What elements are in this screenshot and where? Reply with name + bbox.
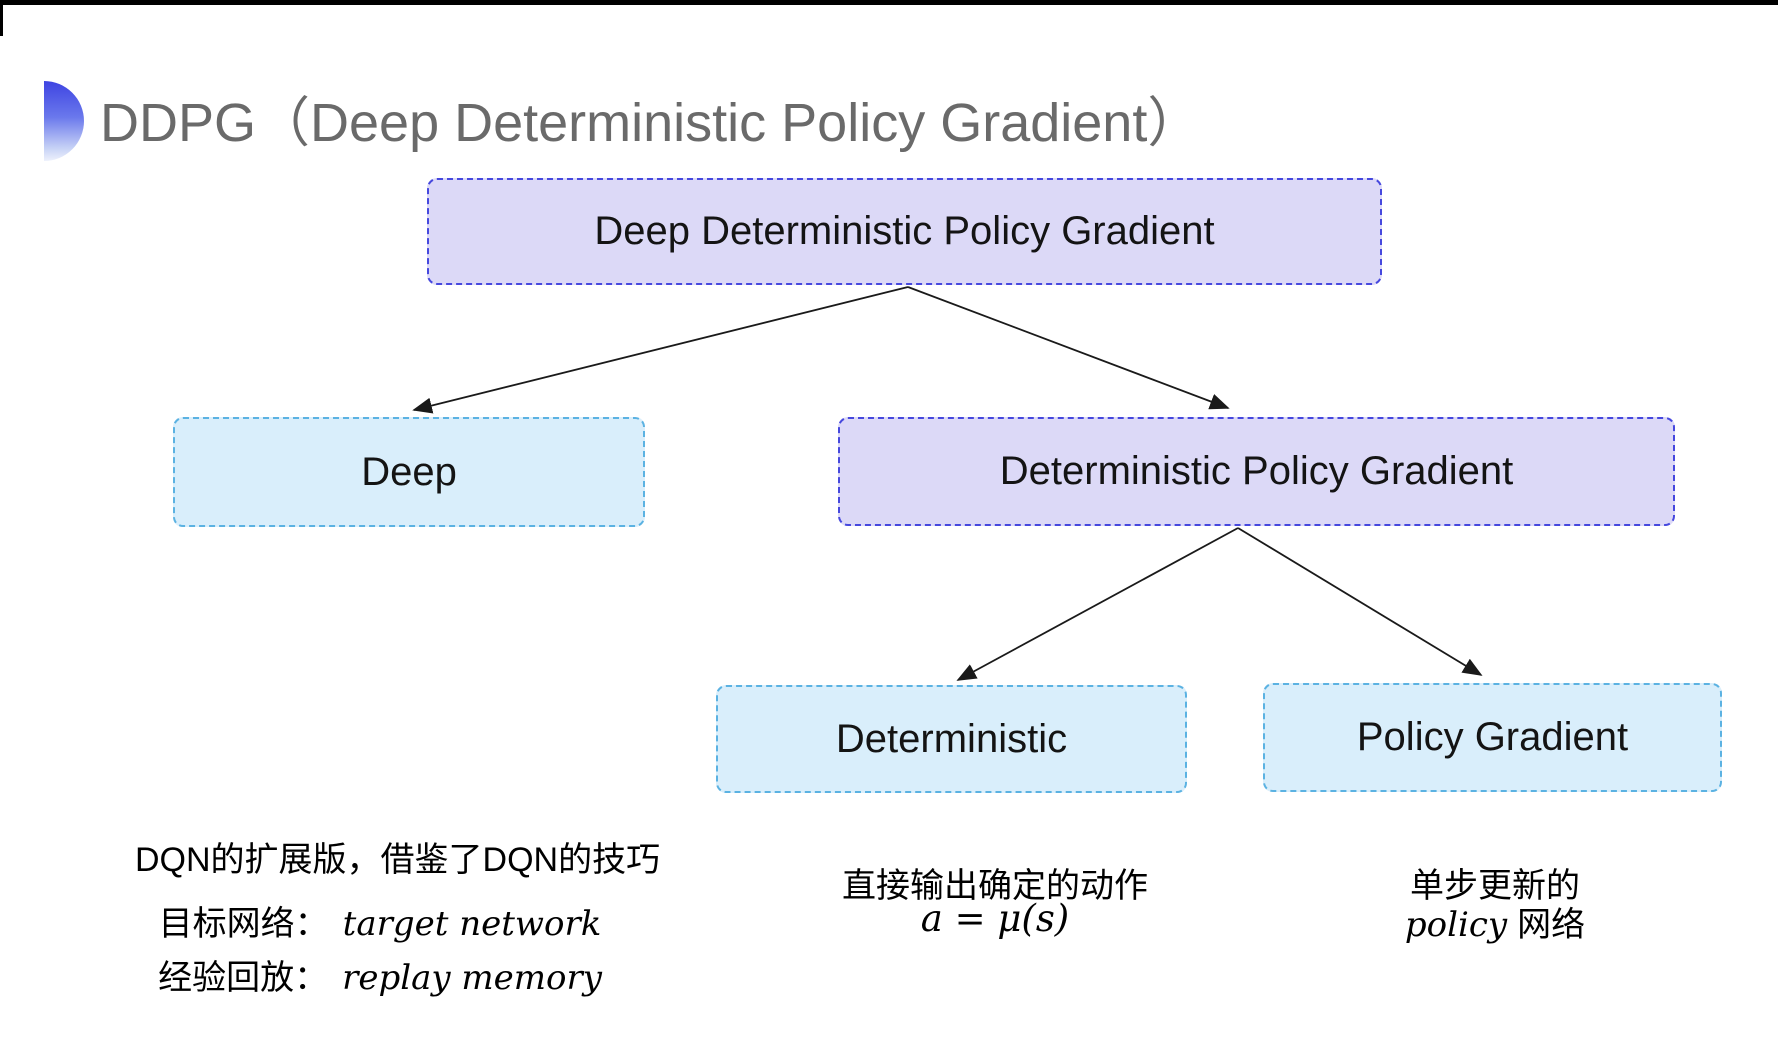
node-deep-deterministic-policy-gradient: Deep Deterministic Policy Gradient [427, 178, 1382, 285]
node-label: Deterministic [835, 716, 1068, 761]
window-top-edge [0, 0, 1778, 5]
page-title: DDPG（Deep Deterministic Policy Gradient） [100, 93, 1202, 153]
annotation-deep: DQN的扩展版，借鉴了DQN的技巧 目标网络： target network 经验… [135, 832, 661, 1012]
node-label: Policy Gradient [1356, 715, 1629, 759]
annotation-zh: 网络 [1517, 906, 1586, 944]
arrow-dpg-to-policy-gradient [1237, 527, 1483, 676]
node-label: Deep Deterministic Policy Gradient [594, 209, 1215, 253]
node-policy-gradient: Policy Gradient [1263, 683, 1722, 792]
annotation-line: 目标网络： target network [135, 896, 625, 945]
annotation-zh: 经验回放： [158, 959, 329, 997]
node-deterministic-policy-gradient: Deterministic Policy Gradient [838, 417, 1675, 526]
arrow-ddpg-to-deep [412, 286, 909, 414]
annotation-formula: a = μ(s) [920, 897, 1070, 940]
annotation-line: 单步更新的 [1410, 867, 1580, 905]
node-deterministic: Deterministic [716, 685, 1187, 793]
node-label: Deterministic Policy Gradient [999, 449, 1514, 493]
window-left-edge [0, 0, 3, 36]
arrow-dpg-to-deterministic [956, 527, 1239, 681]
annotation-line: DQN的扩展版，借鉴了DQN的技巧 [135, 841, 661, 879]
annotation-term: replay memory [342, 958, 602, 998]
annotation-line: 直接输出确定的动作 [842, 867, 1148, 905]
arrow-ddpg-to-dpg [907, 286, 1230, 410]
node-label: Deep [361, 449, 457, 494]
annotation-deterministic: 直接输出确定的动作 a = μ(s) [800, 858, 1190, 948]
node-deep: Deep [173, 417, 645, 527]
title-bullet-icon [44, 81, 84, 161]
annotation-line: 经验回放： replay memory [135, 950, 625, 999]
annotation-term: policy [1404, 905, 1508, 945]
annotation-zh: 目标网络： [158, 905, 329, 943]
annotation-term: target network [342, 904, 602, 944]
